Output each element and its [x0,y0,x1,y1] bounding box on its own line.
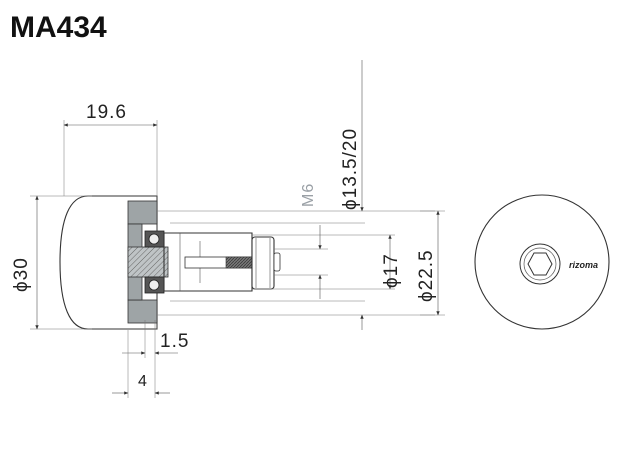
end-cap-body [59,195,158,330]
dim-thread: M6 [300,183,317,207]
flange-top [127,200,158,225]
side-view [59,195,435,330]
flange-bottom [127,299,158,324]
dim-diameter-17: ϕ17 [381,253,402,288]
drawing-title: MA434 [10,11,107,44]
expander-body [163,232,253,292]
dim-length: 19.6 [86,102,127,123]
end-view: rizoma [474,194,610,330]
expander-nut [251,236,275,290]
dimension-lines [30,60,445,398]
dim-body-diameter: ϕ30 [11,257,32,292]
dim-diameter-22-5: ϕ22.5 [416,249,437,302]
dim-bar-inner-diameter: ϕ13.5/20 [340,128,361,210]
knurled-section [225,256,253,269]
brand-logo: rizoma [569,260,598,270]
dim-step-1-5: 1.5 [160,331,189,352]
dim-step-4: 4 [138,373,148,390]
screw-head [127,246,169,278]
hex-socket-icon [527,252,553,276]
